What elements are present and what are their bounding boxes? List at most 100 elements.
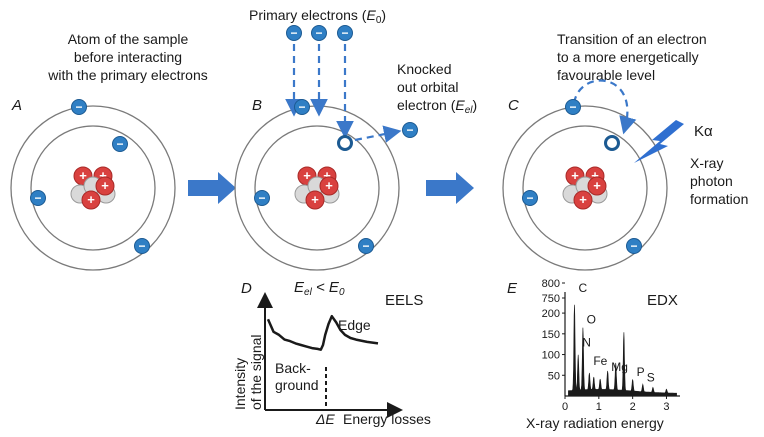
panel-a-caption-line1: Atom of the sample bbox=[68, 31, 189, 47]
proton-sign: + bbox=[593, 178, 601, 193]
electron-sign: − bbox=[75, 100, 82, 114]
electron-body bbox=[134, 238, 150, 254]
edx-y-tick-label: 150 bbox=[542, 329, 560, 341]
proton-sign: + bbox=[303, 168, 311, 183]
electron-body bbox=[112, 136, 128, 152]
electron-body bbox=[402, 122, 418, 138]
panel-c: C Transition of an electron to a more en… bbox=[502, 31, 748, 271]
proton-sign: + bbox=[311, 192, 319, 207]
panel-a-caption-line3: with the primary electrons bbox=[47, 67, 208, 83]
proton-sign: + bbox=[591, 168, 599, 183]
process-arrow bbox=[426, 172, 474, 204]
electron-body bbox=[358, 238, 374, 254]
edx-y-tick-label: 50 bbox=[548, 370, 560, 382]
electron: − bbox=[358, 238, 374, 254]
edx-peak-label: S bbox=[647, 371, 655, 385]
primary-electrons-label: Primary electrons (E0) bbox=[249, 7, 386, 26]
edx-peak-label: O bbox=[587, 313, 596, 327]
nucleus: ++++ bbox=[70, 166, 116, 210]
edx-peak-label: P bbox=[637, 365, 645, 379]
edx-peak-label: Mg bbox=[611, 360, 628, 374]
electron: − bbox=[254, 190, 270, 206]
electron-sign: − bbox=[138, 239, 145, 253]
inner-orbit bbox=[254, 125, 380, 251]
electron: − bbox=[30, 190, 46, 206]
electron: − bbox=[294, 99, 310, 115]
primary-electron: − bbox=[311, 25, 327, 41]
edx-y-tick-label: 800 bbox=[542, 278, 560, 290]
eels-xlabel: Energy losses bbox=[343, 411, 431, 427]
electron-sign: − bbox=[290, 26, 297, 40]
proton bbox=[81, 190, 101, 210]
electron-body bbox=[30, 190, 46, 206]
edx-title: EDX bbox=[647, 292, 678, 309]
electron-body bbox=[522, 190, 538, 206]
knocked-out-electron: − bbox=[402, 122, 418, 138]
panel-c-caption-line1: Transition of an electron bbox=[557, 31, 707, 47]
edx-x-tick-label: 0 bbox=[562, 401, 568, 413]
eels-ylabel-line2: of the signal bbox=[248, 335, 264, 411]
electron: − bbox=[71, 99, 87, 115]
xray-label-line3: formation bbox=[690, 191, 748, 207]
proton-sign: + bbox=[325, 178, 333, 193]
proton-sign: + bbox=[79, 168, 87, 183]
electron-sign: − bbox=[258, 191, 265, 205]
edx-y-tick-label: 750 bbox=[542, 293, 560, 305]
electron-vacancy bbox=[604, 135, 620, 151]
edx-x-tick-label: 3 bbox=[663, 401, 669, 413]
panel-c-caption-line3: favourable level bbox=[557, 67, 655, 83]
eels-title: EELS bbox=[385, 292, 423, 309]
eels-background-label-line1: Back- bbox=[275, 360, 311, 376]
electron-sign: − bbox=[362, 239, 369, 253]
electron-body bbox=[337, 25, 353, 41]
proton bbox=[319, 176, 339, 196]
electron-body bbox=[286, 25, 302, 41]
electron-sign: − bbox=[526, 191, 533, 205]
xray-label-line1: X-ray bbox=[690, 155, 723, 171]
eels-condition: Eel < E0 bbox=[294, 279, 345, 298]
outer-orbit bbox=[10, 105, 176, 271]
k-alpha-label: Kα bbox=[694, 123, 713, 140]
panel-a-caption-line2: before interacting bbox=[74, 49, 182, 65]
inner-orbit bbox=[522, 125, 648, 251]
electron: − bbox=[522, 190, 538, 206]
panel-b-letter: B bbox=[252, 97, 262, 114]
proton-sign: + bbox=[101, 178, 109, 193]
panel-c-caption-line2: to a more energetically bbox=[557, 49, 699, 65]
proton-sign: + bbox=[571, 168, 579, 183]
nucleus: ++++ bbox=[562, 166, 608, 210]
knocked-label-line3: electron (Eel) bbox=[397, 97, 477, 116]
inner-orbit bbox=[30, 125, 156, 251]
xray-label-line2: photon bbox=[690, 173, 733, 189]
proton-sign: + bbox=[87, 192, 95, 207]
electron-body bbox=[311, 25, 327, 41]
xray-lightning-icon bbox=[634, 120, 684, 163]
eels-spectrum-line bbox=[266, 314, 379, 351]
proton bbox=[573, 190, 593, 210]
electron-sign: − bbox=[34, 191, 41, 205]
proton bbox=[305, 190, 325, 210]
electron: − bbox=[134, 238, 150, 254]
edx-xlabel: X-ray radiation energy bbox=[526, 415, 664, 431]
electron-sign: − bbox=[298, 100, 305, 114]
electron: − bbox=[565, 99, 581, 115]
proton-sign: + bbox=[579, 192, 587, 207]
edx-peak-label: Fe bbox=[593, 354, 607, 368]
proton-sign: + bbox=[323, 168, 331, 183]
proton-sign: + bbox=[99, 168, 107, 183]
edx-spectrum bbox=[568, 304, 677, 397]
proton bbox=[587, 176, 607, 196]
edx-peak-label: C bbox=[578, 281, 587, 295]
eels-delta-label: ΔE bbox=[315, 411, 335, 427]
electron-body bbox=[626, 238, 642, 254]
panel-a: A Atom of the sample before interacting … bbox=[10, 31, 208, 271]
electron: − bbox=[626, 238, 642, 254]
electron-body bbox=[254, 190, 270, 206]
edx-x-tick-label: 1 bbox=[596, 401, 602, 413]
eels-ylabel-line1: Intensity bbox=[232, 358, 248, 410]
primary-electron: − bbox=[286, 25, 302, 41]
electron-sign: − bbox=[406, 123, 413, 137]
primary-electron: − bbox=[337, 25, 353, 41]
edx-y-tick-label: 100 bbox=[542, 350, 560, 362]
